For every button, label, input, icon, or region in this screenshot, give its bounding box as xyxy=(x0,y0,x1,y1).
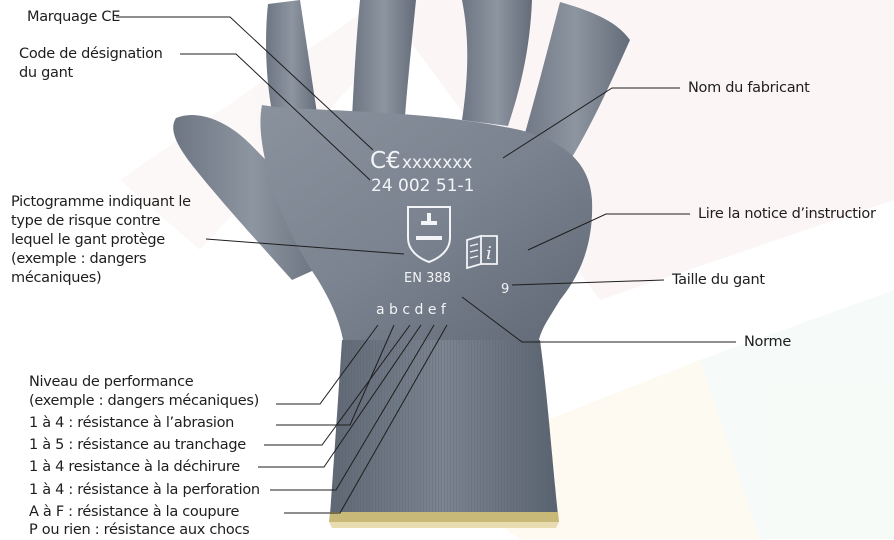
label-perf-dechirure: 1 à 4 resistance à la déchirure xyxy=(29,458,240,477)
label-perf-chocs: P ou rien : résistance aux chocs xyxy=(29,521,249,540)
manufacturer-mark: xxxxxxx xyxy=(402,153,472,173)
label-pictogram-line5: mécaniques) xyxy=(11,269,101,288)
label-designation-line2: du gant xyxy=(19,64,73,83)
label-pictogram-line2: type de risque contre xyxy=(11,212,160,231)
label-pictogram-line1: Pictogramme indiquant le xyxy=(11,193,191,212)
label-manufacturer-name: Nom du fabricant xyxy=(688,79,810,98)
label-designation-line1: Code de désignation xyxy=(19,45,163,64)
label-glove-size: Taille du gant xyxy=(672,271,765,290)
label-read-instructions: Lire la notice d’instructior xyxy=(698,205,876,224)
label-pictogram-line3: lequel le gant protège xyxy=(11,231,165,250)
ce-mark: C€ xyxy=(370,148,401,174)
designation-code-mark: 24 002 51-1 xyxy=(371,176,474,196)
label-pictogram-line4: (exemple : dangers xyxy=(11,250,146,269)
label-ce-marking: Marquage CE xyxy=(27,8,120,27)
size-mark: 9 xyxy=(501,282,509,297)
label-performance-line2: (exemple : dangers mécaniques) xyxy=(29,392,259,411)
label-perf-coupure: A à F : résistance à la coupure xyxy=(29,503,239,522)
label-perf-tranchage: 1 à 5 : résistance au tranchage xyxy=(29,436,246,455)
svg-text:i: i xyxy=(486,243,492,264)
norm-mark: EN 388 xyxy=(404,271,451,286)
label-perf-abrasion: 1 à 4 : résistance à l’abrasion xyxy=(29,414,234,433)
label-performance-line1: Niveau de performance xyxy=(29,373,193,392)
label-norm: Norme xyxy=(744,333,791,352)
label-perf-perforation: 1 à 4 : résistance à la perforation xyxy=(29,481,260,500)
performance-letters-mark: a b c d e f xyxy=(376,302,447,318)
